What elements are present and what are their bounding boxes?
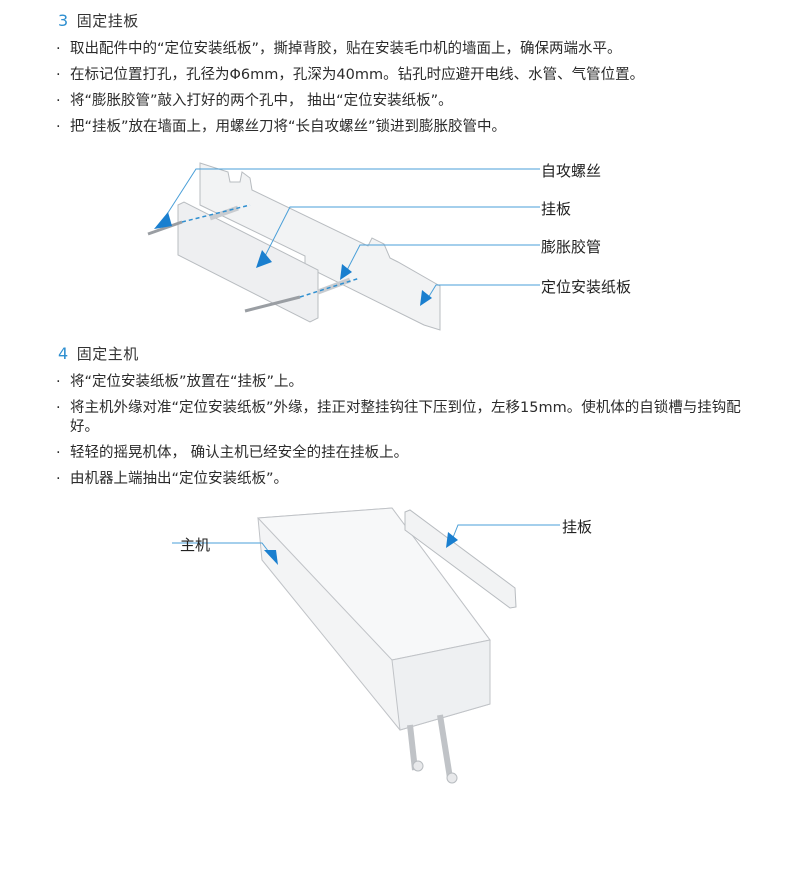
step-item: 将“定位安装纸板”放置在“挂板”上。 xyxy=(56,373,750,392)
label-wall-plate: 挂板 xyxy=(541,200,572,218)
section-4-steps: 将“定位安装纸板”放置在“挂板”上。 将主机外缘对准“定位安装纸板”外缘，挂正对… xyxy=(56,373,750,496)
label-self-tapping-screw: 自攻螺丝 xyxy=(541,162,602,180)
step-item: 取出配件中的“定位安装纸板”，撕掉背胶，贴在安装毛巾机的墙面上，确保两端水平。 xyxy=(56,40,644,59)
label-expansion-tube: 膨胀胶管 xyxy=(541,238,602,256)
section-3-title: 固定挂板 xyxy=(76,12,139,30)
section-4-heading: 4 固定主机 xyxy=(58,343,139,364)
label-host-unit: 主机 xyxy=(180,536,211,554)
section-3-steps: 取出配件中的“定位安装纸板”，撕掉背胶，贴在安装毛巾机的墙面上，确保两端水平。 … xyxy=(56,40,644,144)
step-item: 将“膨胀胶管”敲入打好的两个孔中， 抽出“定位安装纸板”。 xyxy=(56,92,644,111)
section-3-heading: 3 固定挂板 xyxy=(58,10,139,31)
step-item: 把“挂板”放在墙面上，用螺丝刀将“长自攻螺丝”锁进到膨胀胶管中。 xyxy=(56,118,644,137)
section-4-title: 固定主机 xyxy=(76,345,139,363)
step-item: 将主机外缘对准“定位安装纸板”外缘，挂正对整挂钩往下压到位，左移15mm。使机体… xyxy=(56,399,750,437)
label-wall-plate-2: 挂板 xyxy=(562,518,593,536)
section-3-number: 3 xyxy=(58,11,69,30)
label-positioning-cardboard: 定位安装纸板 xyxy=(541,278,632,296)
step-item: 由机器上端抽出“定位安装纸板”。 xyxy=(56,470,750,489)
step-item: 在标记位置打孔，孔径为Φ6mm，孔深为40mm。钻孔时应避开电线、水管、气管位置… xyxy=(56,66,644,85)
section-4-number: 4 xyxy=(58,344,69,363)
step-item: 轻轻的摇晃机体， 确认主机已经安全的挂在挂板上。 xyxy=(56,444,750,463)
